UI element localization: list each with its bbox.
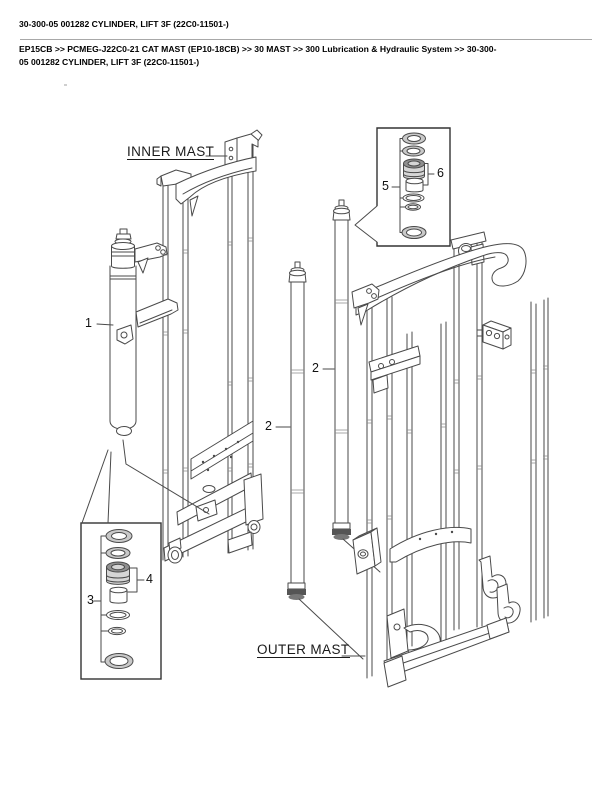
callout-5: 5 — [382, 179, 389, 193]
callout-1: 1 — [85, 316, 92, 330]
doc-title: 30-300-05 001282 CYLINDER, LIFT 3F (22C0… — [19, 19, 229, 29]
callout-3: 3 — [87, 593, 94, 607]
scan-speck — [64, 84, 67, 86]
inner-mast-label: INNER MAST — [127, 144, 215, 160]
callout-4: 4 — [146, 572, 153, 586]
header-divider — [20, 39, 592, 40]
breadcrumb: EP15CB >> PCMEG-J22C0-21 CAT MAST (EP10-… — [19, 44, 497, 67]
outer-mast-label: OUTER MAST — [257, 642, 350, 658]
inner-mast-drawing — [156, 129, 264, 564]
callout-leaders — [205, 155, 366, 657]
secondary-cylinder-right-drawing — [332, 199, 381, 573]
callout-2-right: 2 — [312, 361, 319, 375]
callout-2-left: 2 — [265, 419, 272, 433]
lift-cylinder-drawing — [96, 228, 210, 515]
seal-kit-detail-box-upper — [354, 127, 451, 247]
outer-mast-drawing — [351, 231, 549, 688]
seal-kit-detail-box-lower — [80, 449, 162, 680]
callout-6: 6 — [437, 166, 444, 180]
secondary-cylinder-left-drawing — [287, 261, 364, 660]
